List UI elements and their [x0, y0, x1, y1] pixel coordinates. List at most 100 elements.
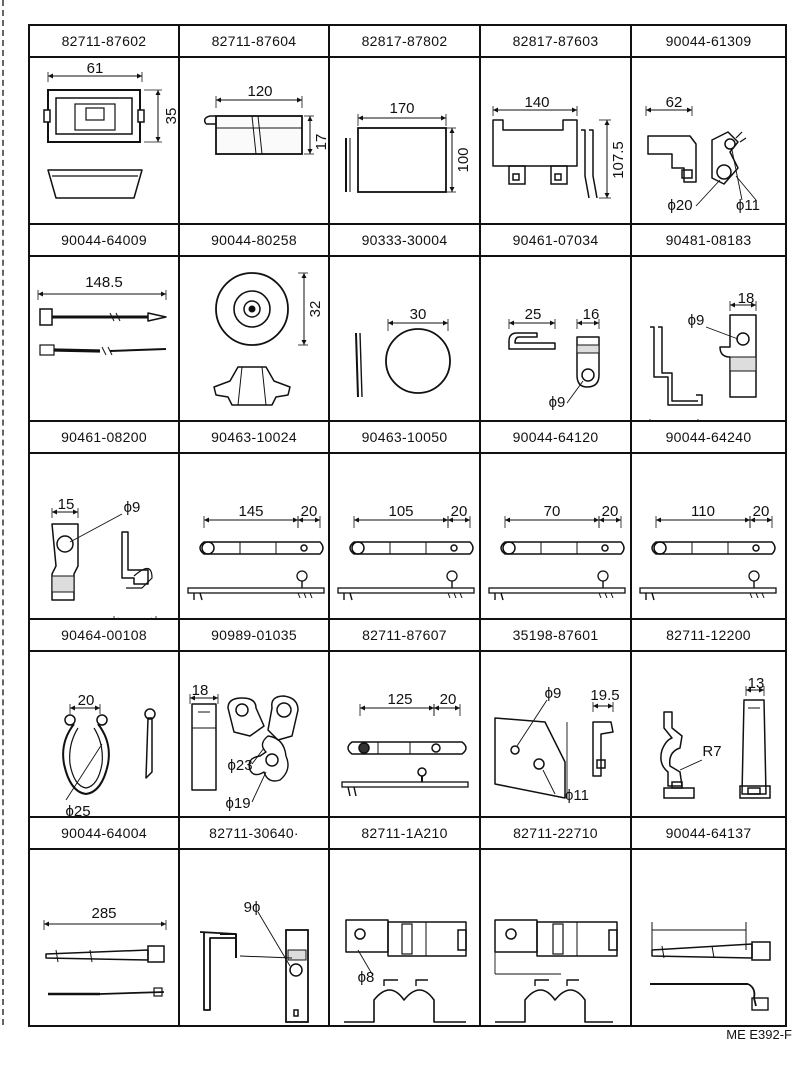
drawing-shape [248, 305, 256, 313]
arrowhead [216, 97, 221, 103]
drawing-shape [592, 721, 614, 777]
drawing-line [297, 592, 301, 599]
arrowhead [616, 517, 621, 523]
drawing-line [55, 949, 59, 963]
drawing-shape [137, 109, 145, 123]
dimension-label: ϕ25 [65, 803, 90, 816]
drawing-line [610, 592, 614, 599]
part-number: 82817-87802 [330, 26, 479, 58]
drawing-line [711, 945, 715, 959]
arrowhead [751, 302, 756, 308]
arrowhead [572, 107, 577, 113]
drawing-line [107, 346, 113, 356]
part-drawing: 285 [43, 905, 167, 997]
drawing-shape [265, 753, 279, 767]
arrowhead [95, 705, 100, 711]
drawing-shape [554, 173, 562, 181]
drawing-line [237, 366, 243, 406]
part-number: 90989-01035 [180, 620, 328, 652]
drawing-line [109, 312, 115, 322]
drawing-shape [147, 312, 167, 322]
dimension-label: ϕ9 [549, 394, 566, 411]
drawing-shape [450, 544, 458, 552]
drawing-shape [47, 169, 143, 199]
dimension-label: 20 [78, 692, 95, 709]
dimension-label: 148.5 [85, 274, 123, 291]
dimension-label: ϕ19 [225, 795, 250, 812]
drawing-shape [495, 989, 613, 1023]
drawing-line [705, 326, 739, 340]
drawing-shape [347, 741, 467, 755]
drawing-shape [121, 531, 149, 585]
perforation-edge [2, 0, 4, 1025]
dimension-label: 125 [387, 691, 412, 708]
drawing-shape [349, 541, 474, 555]
drawing-shape [719, 314, 757, 398]
part-number: 90044-64137 [632, 818, 785, 850]
drawing-shape [650, 326, 703, 406]
arrowhead [550, 320, 555, 326]
drawing-shape [581, 129, 590, 199]
arrowhead [493, 107, 498, 113]
drawing-shape [639, 587, 777, 594]
drawing-shape [201, 541, 215, 555]
drawing-line [261, 366, 267, 406]
dimension-label: 25 [525, 306, 542, 323]
part-number: 90461-08200 [30, 422, 178, 454]
arrowhead [298, 517, 303, 523]
drawing-shape [74, 103, 116, 131]
dimension-label: 30 [410, 306, 427, 323]
part-number: 82711-87604 [180, 26, 328, 58]
drawing-line [598, 592, 602, 599]
drawing-shape [341, 781, 469, 788]
drawing-shape [431, 743, 441, 753]
drawing-shape [724, 138, 736, 150]
dimension-label: 20 [301, 503, 318, 520]
drawing-shape [248, 735, 289, 782]
arrowhead [593, 703, 598, 709]
arrowhead [730, 302, 735, 308]
drawing-shape [357, 127, 447, 193]
drawing-shape [227, 697, 265, 737]
dimension-label: 100 [455, 147, 472, 172]
arrowhead [455, 705, 460, 711]
part-number: 90461-07034 [481, 225, 630, 257]
drawing-shape [512, 173, 520, 181]
part-cell: 82711-22710 [481, 818, 632, 1025]
drawing-line [735, 175, 757, 201]
drawing-shape [736, 332, 750, 346]
part-number: 82711-22710 [481, 818, 630, 850]
drawing-line [251, 115, 257, 155]
arrowhead [161, 291, 166, 297]
dimension-label: 285 [91, 905, 116, 922]
drawing-shape [62, 723, 110, 795]
drawing-shape [671, 781, 683, 789]
drawing-shape [56, 535, 74, 553]
drawing-shape [153, 987, 163, 997]
arrowhead [594, 320, 599, 326]
arrowhead [307, 149, 313, 154]
dimension-label: ϕ9 [688, 312, 705, 329]
drawing-shape [385, 328, 451, 394]
drawing-shape [596, 759, 606, 769]
part-drawing: 20 ϕ25 [62, 692, 156, 816]
part-drawing: 15ϕ924 [51, 496, 157, 618]
arrowhead [429, 705, 434, 711]
drawing-line [542, 769, 556, 795]
part-number: 82711-1A210 [330, 818, 479, 850]
drawing-shape [508, 332, 556, 350]
drawing-shape [601, 544, 609, 552]
arrowhead [360, 705, 365, 711]
arrowhead [443, 320, 448, 326]
dimension-label: 9ϕ [244, 899, 261, 916]
